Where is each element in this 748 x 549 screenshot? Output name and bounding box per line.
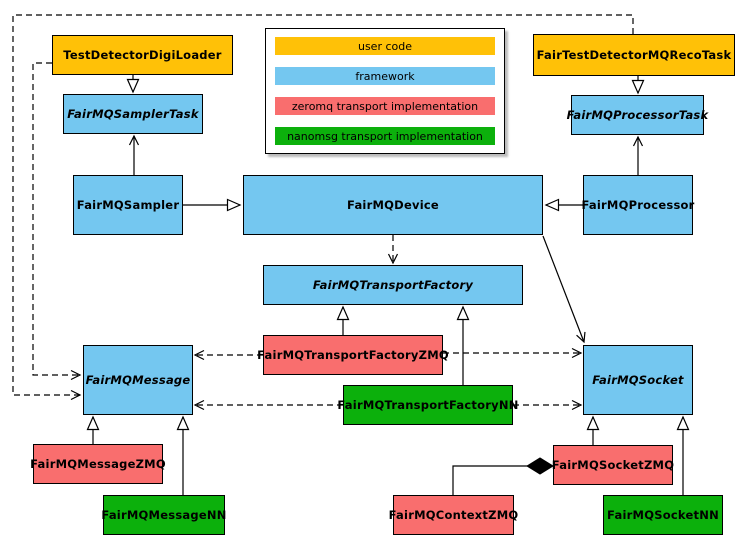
node-fairmqmessagezmq: FairMQMessageZMQ <box>30 444 166 484</box>
node-testdetectordigiloader: TestDetectorDigiLoader <box>52 35 233 75</box>
node-fairmqmessagenn: FairMQMessageNN <box>101 495 226 535</box>
node-fairmqsamplertask: FairMQSamplerTask <box>63 94 203 134</box>
edge-socketzmq-owns-contextzmq <box>452 465 529 495</box>
legend-item-framework: framework <box>275 67 495 85</box>
node-fairmqsampler: FairMQSampler <box>73 175 183 235</box>
edge-device-uses-socket <box>542 235 586 344</box>
node-fairmqtransportfactoryzmq: FairMQTransportFactoryZMQ <box>257 335 449 375</box>
node-fairmqtransportfactory: FairMQTransportFactory <box>263 265 523 305</box>
composition-diamond <box>526 457 554 475</box>
legend-item-zeromq: zeromq transport implementation <box>275 97 495 115</box>
node-fairmqtransportfactorynn: FairMQTransportFactoryNN <box>337 385 518 425</box>
node-fairmqmessage: FairMQMessage <box>83 345 193 415</box>
node-fairmqdevice: FairMQDevice <box>243 175 543 235</box>
node-fairmqcontextzmq: FairMQContextZMQ <box>389 495 518 535</box>
node-fairmqsocketnn: FairMQSocketNN <box>603 495 723 535</box>
legend-item-nanomsg: nanomsg transport implementation <box>275 127 495 145</box>
node-fairtestdetectormqrecotask: FairTestDetectorMQRecoTask <box>533 34 735 76</box>
node-fairmqprocessortask: FairMQProcessorTask <box>567 95 708 135</box>
legend: user code framework zeromq transport imp… <box>265 28 505 154</box>
node-fairmqprocessor: FairMQProcessor <box>581 175 694 235</box>
node-fairmqsocketzmq: FairMQSocketZMQ <box>552 445 674 485</box>
legend-item-user-code: user code <box>275 37 495 55</box>
node-fairmqsocket: FairMQSocket <box>583 345 693 415</box>
